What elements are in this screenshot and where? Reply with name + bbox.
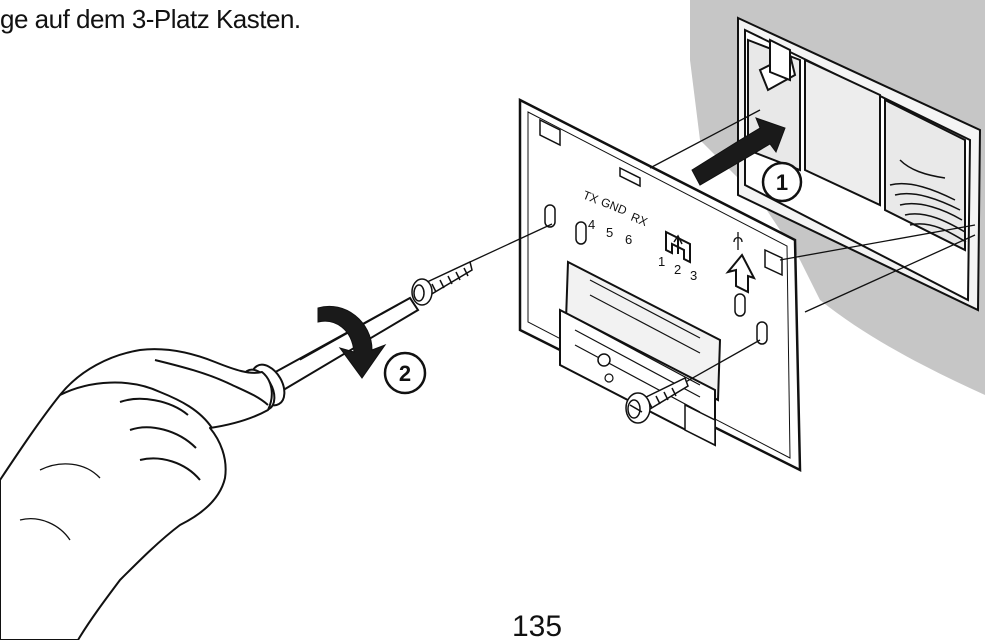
wall-box [737, 16, 982, 312]
step-1-badge: 1 [761, 161, 803, 203]
alignment-lines [469, 109, 976, 385]
label-tx: TX [581, 188, 600, 207]
hand [0, 348, 273, 640]
mounting-plate [518, 97, 802, 473]
bottom-screw [625, 376, 689, 424]
label-rx: RX [629, 210, 650, 229]
wires [889, 159, 967, 243]
up-arrow-icon [725, 253, 757, 294]
insert-arrow-icon [691, 117, 786, 186]
caption-text: ge auf dem 3-Platz Kasten. [0, 4, 301, 34]
label-pin2: 2 [674, 262, 681, 277]
rotation-arrow-icon [317, 305, 387, 379]
label-pin4: 4 [588, 217, 595, 232]
page-number: 135 [512, 610, 563, 640]
label-pin6: 6 [625, 232, 632, 247]
step-2-number: 2 [399, 361, 411, 386]
step-2-badge: 2 [383, 351, 427, 395]
step-1-number: 1 [776, 170, 788, 195]
label-pin1: 1 [658, 254, 665, 269]
label-pin3: 3 [690, 268, 697, 283]
label-pin5: 5 [606, 225, 613, 240]
top-screw [411, 260, 473, 306]
earth-symbol-icon [733, 232, 743, 250]
